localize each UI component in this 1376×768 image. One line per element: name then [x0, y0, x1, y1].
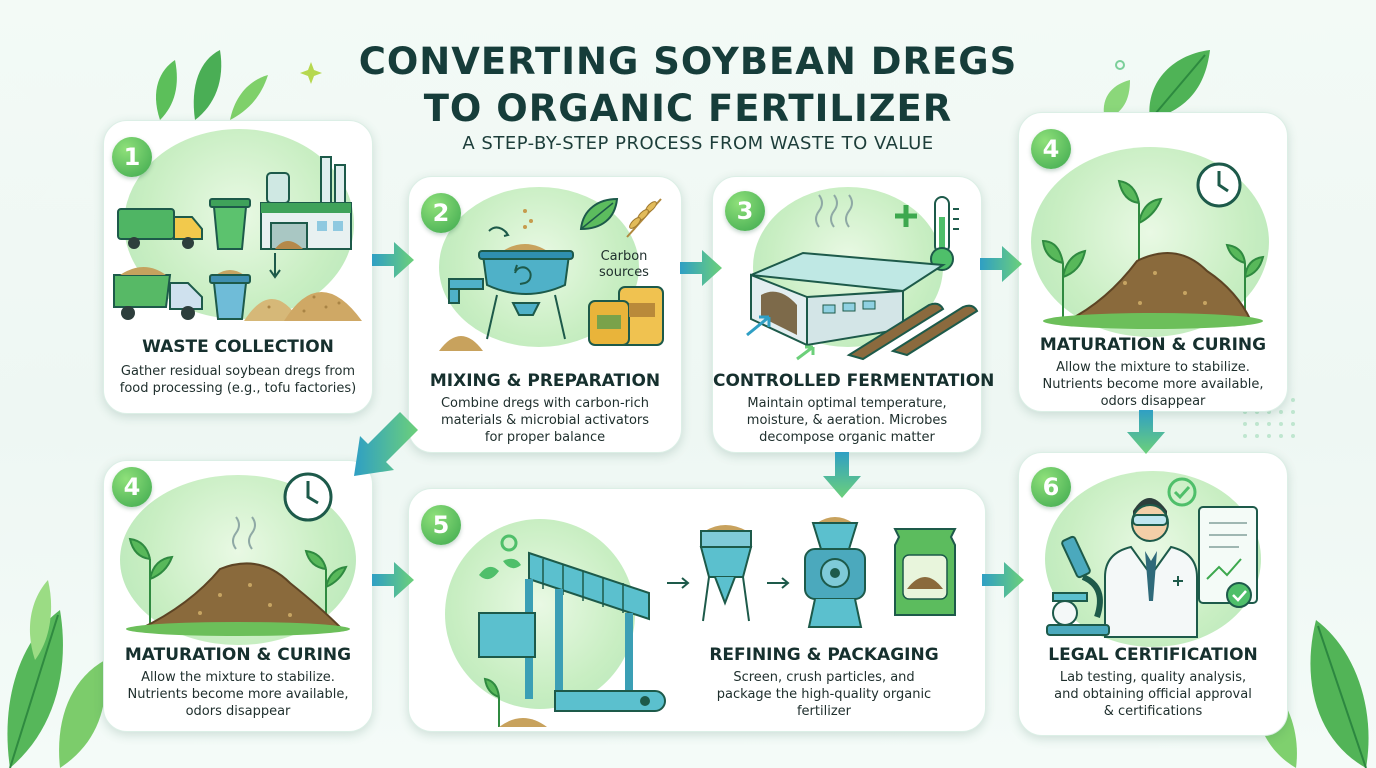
plus-icon: [895, 205, 917, 227]
card-background-circle: [445, 519, 635, 709]
page-subtitle: A STEP-BY-STEP PROCESS FROM WASTE TO VAL…: [462, 133, 934, 154]
step-number-badge: 6: [1031, 467, 1071, 507]
desc-line: Gather residual soybean dregs from: [120, 364, 356, 379]
desc-line: decompose organic matter: [759, 430, 935, 445]
thermometer-icon: [930, 196, 959, 271]
desc-line: Nutrients become more available,: [127, 687, 349, 702]
greenhouse-icon: [746, 251, 979, 361]
step-title: MATURATION & CURING: [1039, 335, 1267, 355]
step-description: Gather residual soybean dregs from food …: [104, 363, 372, 397]
flow-arrow-3-down-to-5: [823, 452, 861, 498]
flow-arrow-2-to-4-diagonal: [354, 412, 418, 476]
compost-pile-icon: [126, 516, 350, 636]
step-card-5: 5 REFINING & PACKAGING Screen, crush par…: [408, 488, 986, 732]
step-card-4-bottom: 4 MATURATION & CURING Allow the mixture …: [103, 460, 373, 732]
down-arrow-icon: [269, 253, 281, 279]
flow-arrow-4-down-to-6: [1127, 410, 1165, 454]
desc-line: moisture, & aeration. Microbes: [746, 413, 948, 428]
step-description: Allow the mixture to stabilize. Nutrient…: [104, 669, 372, 720]
leaves-bottom-left-icon: [7, 580, 106, 768]
step-card-6: 6 LEGAL CERTIFICATION Lab testing, quali…: [1018, 452, 1288, 736]
sack-icon: [588, 286, 664, 346]
factory-icon: [260, 156, 352, 250]
small-arrow-icon: [767, 577, 790, 589]
step-card-4-top: 4 MATURATION & CURING Allow the mixture …: [1018, 112, 1288, 412]
step-number-badge: 5: [421, 505, 461, 545]
scientist-icon: [1104, 498, 1198, 638]
page-title: CONVERTING SOYBEAN DREGS TO ORGANIC FERT…: [0, 38, 1376, 132]
steam-icon: [815, 194, 853, 228]
step-number-badge: 2: [421, 193, 461, 233]
sieve-machine-icon: [478, 534, 666, 727]
step-number-badge: 4: [112, 467, 152, 507]
step-title: WASTE COLLECTION: [142, 337, 334, 357]
wheat-icon: [626, 198, 662, 238]
flow-arrow-4-to-5: [372, 562, 414, 598]
small-arrow-icon: [667, 577, 690, 589]
callout-carbon-sources: Carbon sources: [599, 249, 649, 280]
flow-arrow-3-to-4: [980, 246, 1022, 282]
desc-line: odors disappear: [185, 704, 291, 719]
leaves-top-left-icon: [155, 50, 322, 120]
step-card-2: 2 Carbon sources MIXING & PREPARATION Co…: [408, 176, 682, 453]
desc-line: and obtaining official approval: [1054, 687, 1252, 702]
desc-line: & certifications: [1103, 704, 1203, 719]
desc-line: food processing (e.g., tofu factories): [119, 381, 357, 396]
desc-line: Allow the mixture to stabilize.: [141, 670, 335, 685]
step-title: REFINING & PACKAGING: [709, 645, 939, 665]
flow-arrow-2-to-3: [680, 250, 722, 286]
dump-truck-icon: [113, 267, 203, 320]
step-description: Allow the mixture to stabilize. Nutrient…: [1019, 359, 1287, 410]
leaf-icon: [579, 197, 619, 231]
title-line-2: TO ORGANIC FERTILIZER: [423, 87, 953, 130]
step-title: MATURATION & CURING: [124, 645, 352, 665]
desc-line: Nutrients become more available,: [1042, 377, 1264, 392]
desc-line: package the high-quality organic: [716, 687, 932, 702]
desc-line: for proper balance: [484, 430, 606, 445]
desc-line: Maintain optimal temperature,: [747, 396, 947, 411]
bin-full-icon: [209, 270, 251, 320]
step-card-3: 3 CONTROLLED FERMENTATION Maintain optim…: [712, 176, 995, 453]
title-line-1: CONVERTING SOYBEAN DREGS: [358, 40, 1018, 83]
hopper-icon: [699, 525, 753, 622]
compost-pile-icon: [1041, 179, 1265, 329]
check-icon: [1167, 477, 1197, 507]
certificate-icon: [1198, 506, 1258, 608]
step-description: Combine dregs with carbon-rich materials…: [409, 395, 681, 446]
desc-line: Combine dregs with carbon-rich: [440, 396, 650, 411]
fertilizer-bag-icon: [893, 528, 957, 616]
step-number-badge: 4: [1031, 129, 1071, 169]
step-description: Screen, crush particles, and package the…: [689, 669, 959, 720]
step-number-badge: 1: [112, 137, 152, 177]
clock-icon: [1196, 162, 1242, 208]
clock-icon: [283, 472, 333, 522]
step-description: Lab testing, quality analysis, and obtai…: [1019, 669, 1287, 720]
desc-line: materials & microbial activators: [440, 413, 650, 428]
desc-line: fertilizer: [796, 704, 852, 719]
step-title: MIXING & PREPARATION: [429, 371, 661, 391]
desc-line: Lab testing, quality analysis,: [1059, 670, 1247, 685]
step-card-1: 1 WASTE COLLECTION Gather res: [103, 120, 373, 414]
leaves-top-right-icon: [1103, 50, 1210, 121]
crusher-icon: [804, 517, 866, 628]
flow-arrow-1-to-2: [372, 242, 414, 278]
step-description: Maintain optimal temperature, moisture, …: [713, 395, 981, 446]
desc-line: odors disappear: [1100, 394, 1206, 409]
step-title: CONTROLLED FERMENTATION: [713, 371, 995, 391]
dregs-pile-icon: [244, 292, 362, 321]
step-number-badge: 3: [725, 191, 765, 231]
desc-line: Screen, crush particles, and: [733, 670, 915, 685]
truck-icon: [117, 208, 203, 249]
trash-bin-icon: [209, 198, 251, 250]
mixer-icon: [439, 209, 574, 351]
flow-arrow-5-to-6: [982, 562, 1024, 598]
step-title: LEGAL CERTIFICATION: [1048, 645, 1258, 665]
microscope-icon: [1046, 535, 1110, 636]
desc-line: Allow the mixture to stabilize.: [1056, 360, 1250, 375]
